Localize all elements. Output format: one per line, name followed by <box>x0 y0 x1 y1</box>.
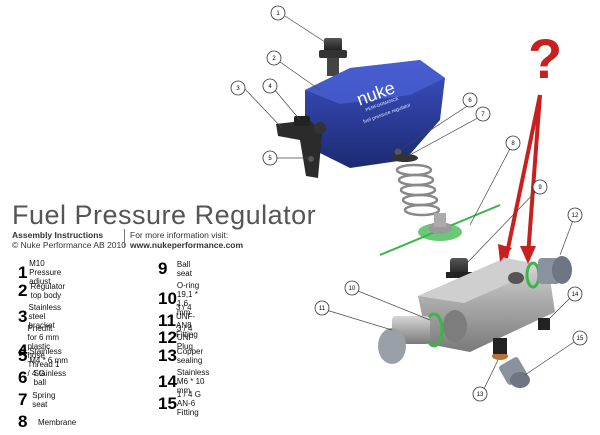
divider <box>124 229 125 247</box>
svg-text:2: 2 <box>272 56 276 62</box>
bracket-assembly <box>276 116 326 178</box>
copyright-text: © Nuke Performance AB 2010 <box>12 240 126 250</box>
svg-text:8: 8 <box>511 141 515 147</box>
website-link[interactable]: www.nukeperformance.com <box>130 240 244 250</box>
svg-text:5: 5 <box>268 156 272 162</box>
callout-10: 10 <box>344 280 360 296</box>
callout-3: 3 <box>230 80 246 96</box>
callout-6: 6 <box>462 92 478 108</box>
svg-text:3: 3 <box>236 86 240 92</box>
callout-1: 1 <box>270 5 286 21</box>
svg-text:13: 13 <box>477 392 484 398</box>
callout-15: 15 <box>572 330 588 346</box>
svg-text:11: 11 <box>319 306 326 312</box>
svg-text:15: 15 <box>577 336 584 342</box>
m6-screw <box>538 318 550 330</box>
more-info-label: For more information visit: <box>130 230 229 240</box>
callout-11: 11 <box>314 300 330 316</box>
svg-text:1: 1 <box>276 11 280 17</box>
callout-7: 7 <box>475 106 491 122</box>
callout-9: 9 <box>532 179 548 195</box>
callout-8: 8 <box>505 135 521 151</box>
svg-text:6: 6 <box>468 98 472 104</box>
svg-text:4: 4 <box>268 84 272 90</box>
plug-right <box>525 256 572 289</box>
svg-text:14: 14 <box>572 292 579 298</box>
svg-text:9: 9 <box>538 185 542 191</box>
callout-5: 5 <box>262 150 278 166</box>
callout-2: 2 <box>266 50 282 66</box>
question-mark: ? <box>528 27 563 90</box>
svg-text:7: 7 <box>481 112 485 118</box>
assembly-instructions-label: Assembly Instructions <box>12 230 104 240</box>
regulator-main-body <box>418 258 555 352</box>
fitting-left <box>378 312 444 364</box>
pressure-adjust-bolt <box>319 38 347 76</box>
callout-12: 12 <box>567 207 583 223</box>
spring-seat <box>392 154 418 162</box>
callout-4: 4 <box>262 78 278 94</box>
membrane <box>379 204 501 256</box>
callout-14: 14 <box>567 286 583 302</box>
callout-13: 13 <box>472 386 488 402</box>
ball-seat <box>446 258 472 278</box>
callouts: 1 2 3 4 5 6 7 8 9 10 11 12 13 14 15 <box>230 5 588 402</box>
stainless-ball <box>394 148 402 156</box>
svg-text:10: 10 <box>349 286 356 292</box>
leader-lines <box>243 15 581 394</box>
spring <box>395 163 441 217</box>
an6-fitting <box>499 357 530 388</box>
red-arrows <box>498 94 542 264</box>
copper-sealing <box>492 338 508 360</box>
svg-text:12: 12 <box>572 213 579 219</box>
page-title: Fuel Pressure Regulator <box>12 200 317 230</box>
regulator-top-body: nuke PERFORMANCE fuel pressure regulator <box>305 60 445 168</box>
